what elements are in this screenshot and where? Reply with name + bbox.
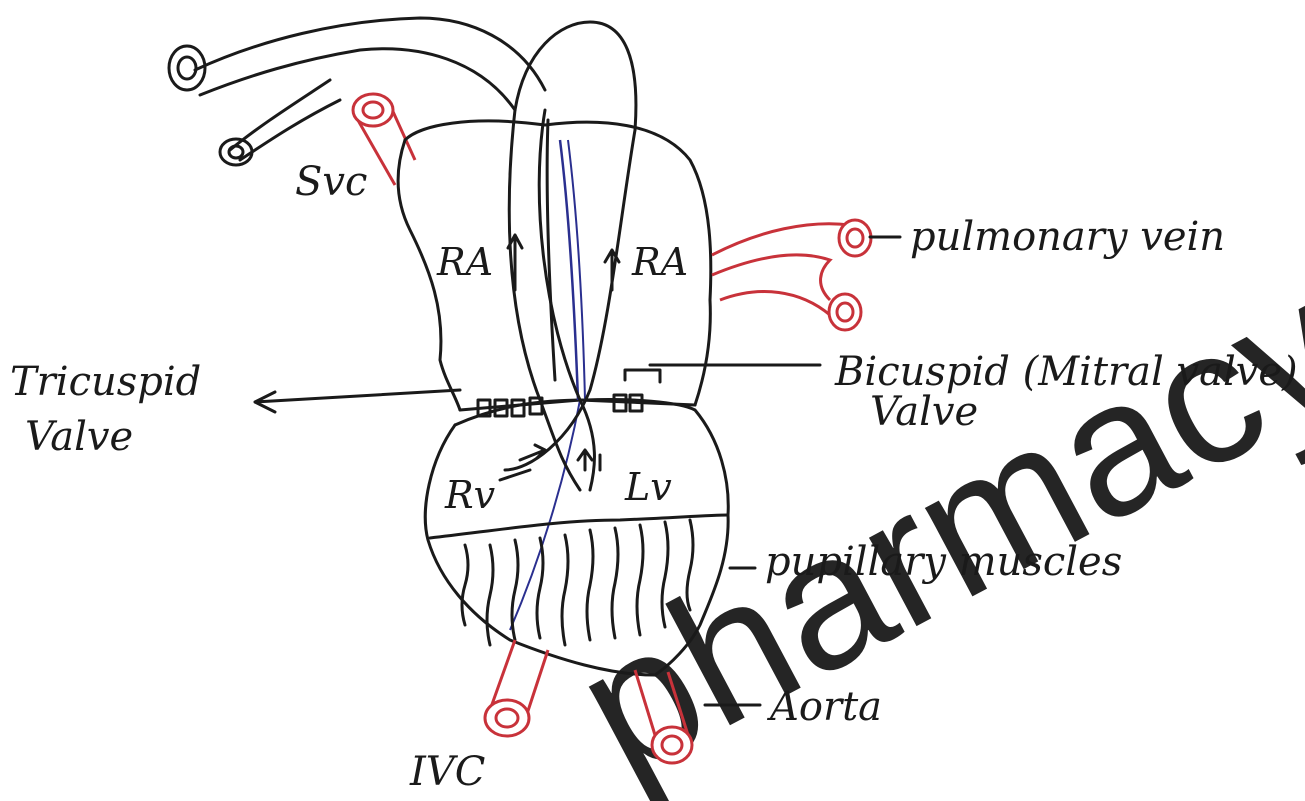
- label-right-atrium: RA: [436, 240, 493, 284]
- label-right-ventricle: Rv: [444, 473, 496, 517]
- flow-tubes: [505, 110, 635, 490]
- ivc-vessel: [485, 640, 548, 736]
- bicuspid-valve-marks: [614, 370, 660, 411]
- label-svc: Svc: [295, 159, 367, 205]
- label-papillary-muscles: pupillary muscles: [765, 539, 1122, 585]
- label-pulmonary-vein: pulmonary vein: [910, 214, 1225, 260]
- label-aorta: Aorta: [766, 684, 882, 730]
- pulmonary-artery: [169, 18, 636, 165]
- label-bicuspid-valve: Valve: [870, 389, 978, 435]
- pulmonary-vein-vessel: [712, 220, 871, 330]
- flow-arrows: [500, 235, 619, 480]
- label-ivc: IVC: [409, 749, 485, 795]
- label-left-atrium: RA: [631, 240, 688, 284]
- label-tricuspid: Tricuspid: [10, 359, 201, 405]
- label-tricuspid-valve: Valve: [25, 414, 133, 460]
- watermark: pharmacy: [545, 238, 1305, 801]
- label-left-ventricle: Lv: [624, 465, 672, 509]
